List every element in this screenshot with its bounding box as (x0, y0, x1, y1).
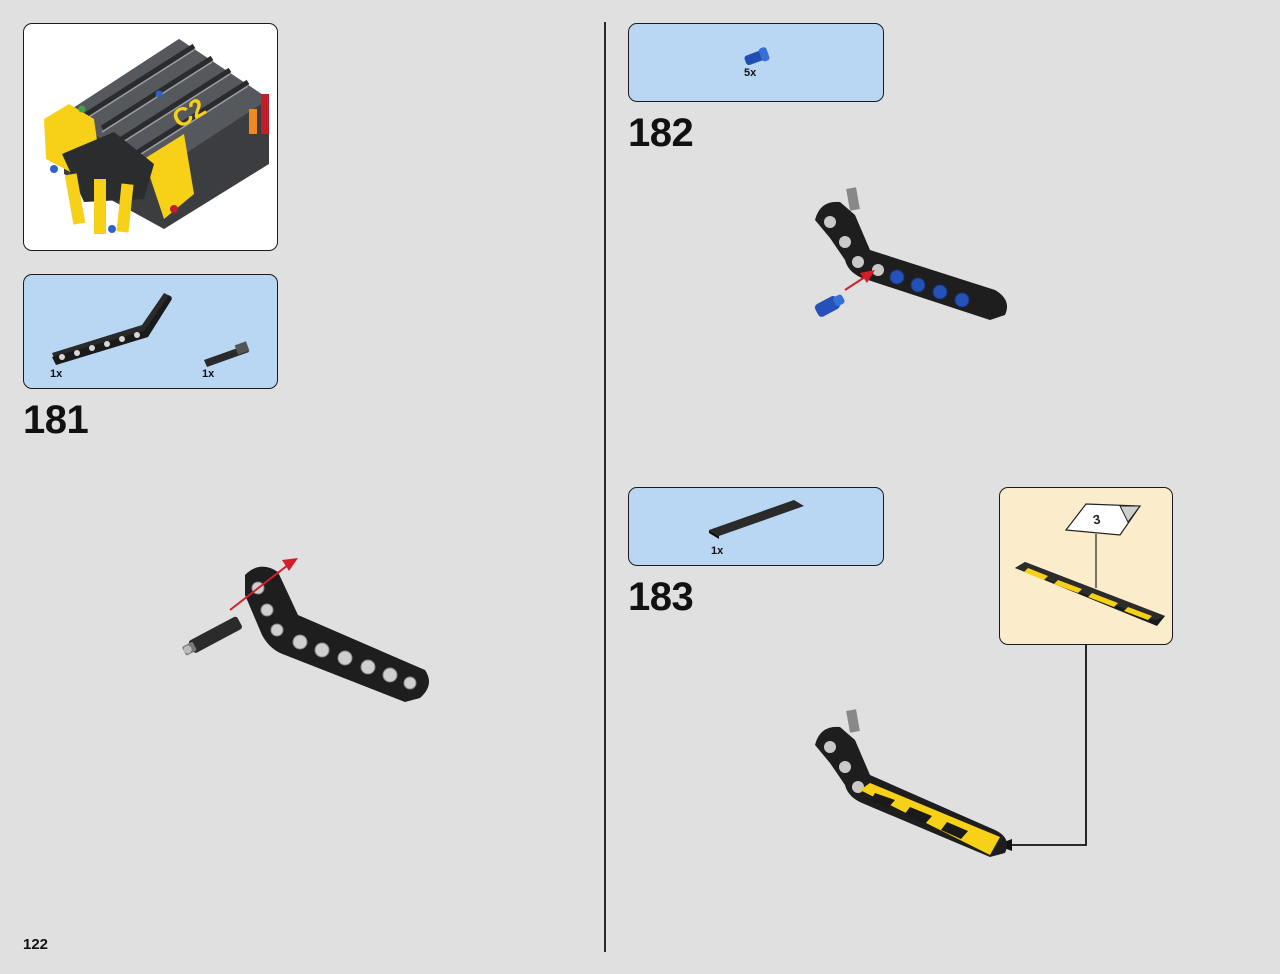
page-divider (604, 22, 606, 952)
step-183-parts-box: 1x (628, 487, 884, 566)
part-qty-label: 5x (744, 67, 757, 79)
page-number: 122 (23, 936, 49, 953)
sticker-leader-line (996, 645, 1087, 851)
step-number: 181 (23, 398, 89, 442)
sticker-callout-box: 3 (999, 487, 1173, 645)
part-qty-label: 1x (711, 545, 724, 557)
black-tile-icon (709, 500, 804, 539)
technic-angled-beam-icon (52, 293, 172, 365)
part-qty-label: 1x (202, 368, 215, 380)
axle-connector-pin-icon (204, 341, 250, 367)
step-182-parts-box: 5x (628, 23, 884, 102)
step-181-parts-box: 1x 1x (23, 274, 278, 389)
sticker-sheet-icon (1015, 503, 1165, 626)
step-183-assembly-illustration (815, 709, 1008, 857)
model-overview-icon: C2 (44, 39, 269, 234)
model-overview-panel: C2 (23, 23, 278, 251)
step-182-assembly-illustration (814, 187, 1008, 320)
step-number: 182 (628, 111, 694, 155)
step-181-assembly-illustration (182, 558, 429, 702)
step-number: 183 (628, 575, 694, 619)
part-qty-label: 1x (50, 368, 63, 380)
blue-pin-icon (744, 47, 770, 66)
